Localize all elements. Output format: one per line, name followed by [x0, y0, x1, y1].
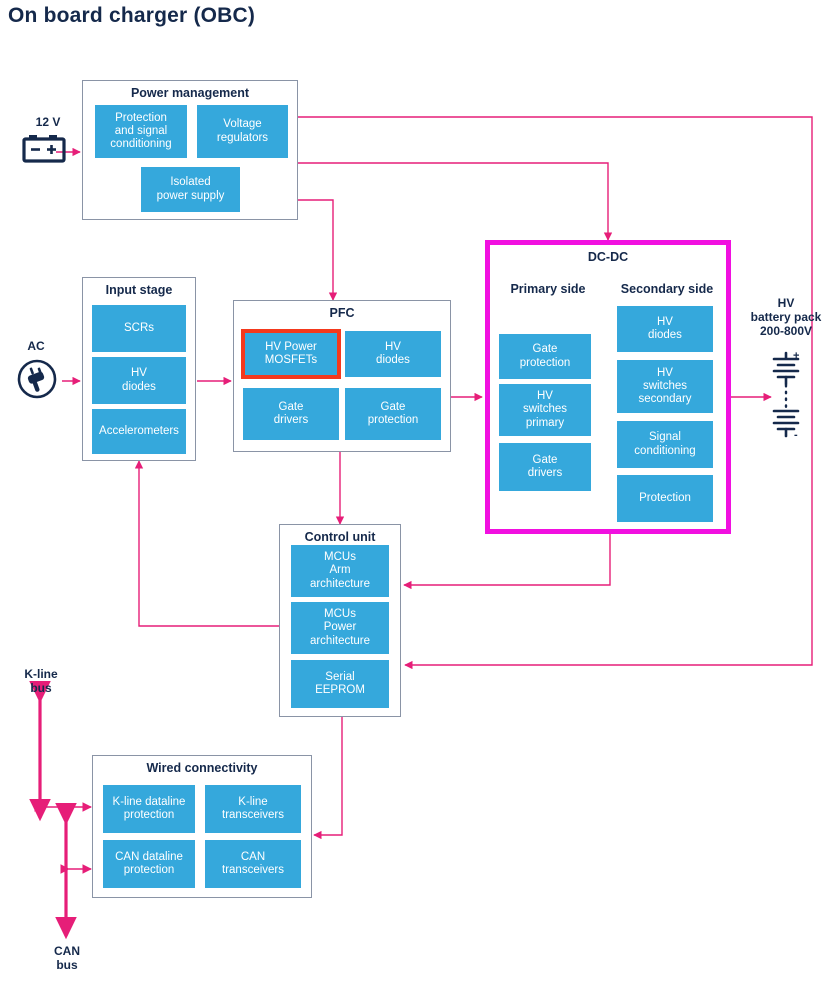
kline-bus-label: K-line bus	[24, 667, 58, 696]
group-title-control-unit: Control unit	[304, 530, 376, 544]
block-can-transceivers[interactable]: CAN transceivers	[205, 840, 301, 888]
svg-text:-: -	[794, 429, 798, 441]
battery-12v-icon	[22, 135, 66, 163]
group-title-dcdc: DC-DC	[587, 250, 629, 264]
page-title: On board charger (OBC)	[8, 4, 256, 27]
block-mcus-arm-architecture[interactable]: MCUs Arm architecture	[291, 545, 389, 597]
block-can-dataline-protection[interactable]: CAN dataline protection	[103, 840, 195, 888]
can-bus-label: CAN bus	[54, 944, 80, 973]
block-serial-eeprom[interactable]: Serial EEPROM	[291, 660, 389, 708]
group-title-wired-connectivity: Wired connectivity	[146, 761, 258, 775]
subtitle-secondary-side: Secondary side	[620, 282, 714, 296]
block-dcdc-primary-gate-protection[interactable]: Gate protection	[499, 334, 591, 379]
block-accelerometers[interactable]: Accelerometers	[92, 409, 186, 454]
block-kline-dataline-protection[interactable]: K-line dataline protection	[103, 785, 195, 833]
block-dcdc-primary-gate-drivers[interactable]: Gate drivers	[499, 443, 591, 491]
block-hv-power-mosfets[interactable]: HV Power MOSFETs	[241, 329, 341, 379]
block-dcdc-secondary-hv-diodes[interactable]: HV diodes	[617, 306, 713, 352]
block-dcdc-signal-conditioning[interactable]: Signal conditioning	[617, 421, 713, 468]
block-input-hv-diodes[interactable]: HV diodes	[92, 357, 186, 404]
block-dcdc-hv-switches-primary[interactable]: HV switches primary	[499, 384, 591, 436]
hv-battery-pack-label: HV battery pack 200-800V	[750, 296, 822, 339]
group-title-pfc: PFC	[329, 306, 355, 320]
hv-battery-pack-icon: + -	[772, 350, 799, 441]
block-pfc-gate-protection[interactable]: Gate protection	[345, 388, 441, 440]
block-pfc-hv-diodes[interactable]: HV diodes	[345, 331, 441, 377]
block-protection-and-signal-conditioning[interactable]: Protection and signal conditioning	[95, 105, 187, 158]
block-dcdc-protection[interactable]: Protection	[617, 475, 713, 522]
block-isolated-power-supply[interactable]: Isolated power supply	[141, 167, 240, 212]
block-mcus-power-architecture[interactable]: MCUs Power architecture	[291, 602, 389, 654]
ac-plug-icon	[17, 359, 57, 399]
block-voltage-regulators[interactable]: Voltage regulators	[197, 105, 288, 158]
supply-12v-label: 12 V	[35, 115, 61, 129]
block-pfc-gate-drivers[interactable]: Gate drivers	[243, 388, 339, 440]
group-title-power-management: Power management	[130, 86, 250, 100]
ac-label: AC	[27, 339, 45, 353]
group-title-input-stage: Input stage	[105, 283, 173, 297]
svg-text:+: +	[793, 350, 799, 362]
subtitle-primary-side: Primary side	[510, 282, 586, 296]
block-scrs[interactable]: SCRs	[92, 305, 186, 352]
block-kline-transceivers[interactable]: K-line transceivers	[205, 785, 301, 833]
block-dcdc-hv-switches-secondary[interactable]: HV switches secondary	[617, 360, 713, 413]
